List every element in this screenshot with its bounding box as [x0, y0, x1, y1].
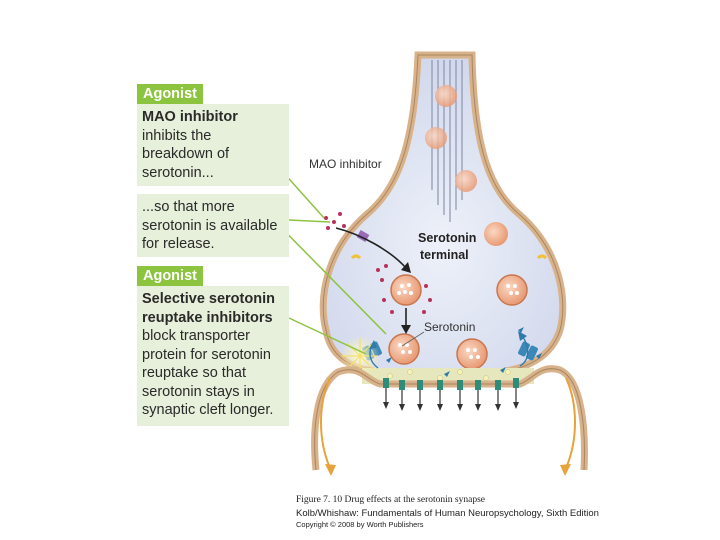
ssri-line: protein for serotonin	[142, 346, 271, 363]
serotonin-label: Serotonin	[424, 320, 475, 334]
ssri-line: reuptake inhibitors	[142, 309, 273, 326]
vesicle-small	[484, 222, 508, 246]
postsynaptic-receptors	[383, 378, 519, 411]
ssri-line: block transporter	[142, 328, 250, 344]
serotonin-vesicle	[496, 274, 528, 306]
ssri-line: reuptake so that	[142, 365, 246, 381]
mao-arrow-head	[401, 262, 411, 273]
copyright-notice: Copyright © 2008 by Worth Publishers	[296, 520, 424, 529]
ssri-line: Selective serotonin	[142, 291, 275, 307]
membrane-mark	[350, 254, 362, 260]
ssri-line: synaptic cleft longer.	[142, 402, 274, 418]
release-line: ...so that more	[142, 199, 235, 215]
release-line: for release.	[142, 236, 215, 252]
serotonin-vesicle	[390, 274, 422, 306]
vesicle-small	[435, 85, 457, 107]
vesicle-small	[455, 170, 477, 192]
mao-line: serotonin...	[142, 164, 214, 181]
mao-line: inhibits the	[142, 127, 212, 144]
signal-arrow-left	[320, 377, 331, 469]
mao-arrow	[335, 227, 407, 269]
serotonin-vesicle	[388, 333, 420, 365]
mao-line: breakdown of	[142, 146, 230, 162]
serotonin-triangles	[386, 327, 542, 377]
serotonin-molecules-cleft	[387, 369, 511, 381]
release-panel: ...so that more serotonin is available f…	[137, 194, 289, 257]
signal-arrow-right	[565, 377, 576, 469]
agonist-tag-mao: Agonist	[137, 84, 203, 104]
serotonin-pointer	[401, 331, 425, 347]
mao-line: MAO inhibitor	[142, 109, 238, 125]
release-line: serotonin is available	[142, 217, 278, 234]
mao-inhibitor-label: MAO inhibitor	[309, 157, 382, 171]
serotonin-vesicle	[456, 338, 488, 370]
figure-caption: Figure 7. 10 Drug effects at the seroton…	[296, 495, 485, 505]
terminal-label-1: Serotonin	[418, 231, 476, 245]
terminal-label-2: terminal	[420, 248, 469, 262]
reuptake-arrow-right	[519, 335, 529, 367]
ssri-line: serotonin stays in	[142, 383, 255, 400]
membrane-mark	[536, 254, 548, 260]
ssri-panel: Selective serotonin reuptake inhibitors …	[137, 286, 289, 426]
book-citation: Kolb/Whishaw: Fundamentals of Human Neur…	[296, 508, 599, 519]
mao-inhibitor-panel: MAO inhibitor inhibits the breakdown of …	[137, 104, 289, 186]
mao-inhibitor-molecules	[324, 212, 432, 314]
agonist-tag-ssri: Agonist	[137, 266, 203, 286]
vesicle-small	[425, 127, 447, 149]
release-arrow-head	[401, 325, 411, 334]
